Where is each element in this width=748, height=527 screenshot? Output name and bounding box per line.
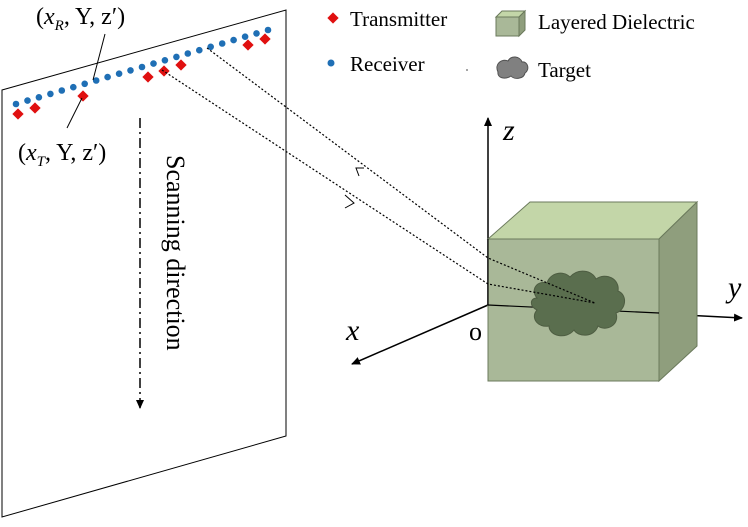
receiver-dot (230, 36, 237, 44)
legend-transmitter-marker (327, 12, 339, 24)
legend-receiver-label: Receiver (350, 52, 425, 76)
receiver-dot (58, 87, 66, 94)
receiver-dot (161, 57, 169, 64)
legend-transmitter-label: Transmitter (350, 7, 447, 31)
z-axis-label: z (502, 114, 515, 147)
legend-dielectric-label: Layered Dielectric (538, 10, 695, 34)
transmitter-coord-label: (xT, Y, z′) (18, 140, 106, 170)
receiver-dot (253, 30, 260, 37)
receiver-dot (173, 53, 180, 61)
transmitter-marker (259, 33, 271, 45)
receiver-dot (115, 70, 123, 77)
legend-dielectric-icon (494, 9, 527, 38)
receiver-dot (92, 77, 100, 84)
receiver-dot (196, 46, 203, 54)
receiver-dot (150, 60, 157, 67)
legend-target-icon (496, 56, 529, 79)
scanning-plane (1, 9, 287, 518)
receive-ray (206, 47, 596, 304)
receiver-dot (81, 80, 88, 88)
legend-receiver-marker (327, 59, 335, 67)
receiver-dot (264, 26, 272, 34)
transmit-ray-arrowhead (344, 194, 355, 209)
receiver-dot (127, 67, 134, 74)
transmitter-coord-leader (66, 97, 83, 129)
signal-rays (161, 47, 596, 304)
origin-label: o (469, 317, 482, 346)
transmitter-marker (175, 59, 187, 71)
receiver-dot (241, 33, 249, 40)
transmitter-marker (12, 108, 24, 120)
receiver-dot (24, 97, 31, 104)
receiver-dot (12, 100, 20, 108)
transmitter-marker (29, 102, 41, 114)
receive-ray-arrowhead (355, 167, 364, 177)
transmitter-marker (158, 65, 170, 77)
transmit-ray (161, 69, 596, 304)
transmitter-marker (77, 90, 89, 102)
legend-target-label: Target (538, 58, 591, 82)
scanning-direction-label: Scanning direction (161, 155, 190, 351)
x-axis (351, 304, 489, 365)
receiver-dot (70, 83, 77, 91)
x-axis-label: x (345, 314, 360, 347)
receiver-dot (218, 40, 226, 47)
legend: Transmitter Receiver Layered Dielectric … (327, 7, 695, 82)
receiver-dot (207, 43, 214, 51)
receiver-dot (184, 50, 192, 57)
receiver-array (12, 26, 272, 108)
target-blob (530, 270, 625, 337)
transmitter-marker (142, 71, 154, 83)
transmitter-marker (242, 39, 254, 51)
receiver-dot (47, 90, 54, 98)
receiver-coord-label: (xR, Y, z′) (36, 4, 125, 34)
receiver-dot (35, 94, 43, 101)
receiver-dot (138, 63, 146, 71)
box-side-face (658, 200, 698, 383)
legend-dot (466, 69, 468, 71)
receiver-coord-leader (92, 33, 106, 81)
receiver-dot (104, 73, 111, 81)
y-axis-label: y (725, 271, 742, 304)
